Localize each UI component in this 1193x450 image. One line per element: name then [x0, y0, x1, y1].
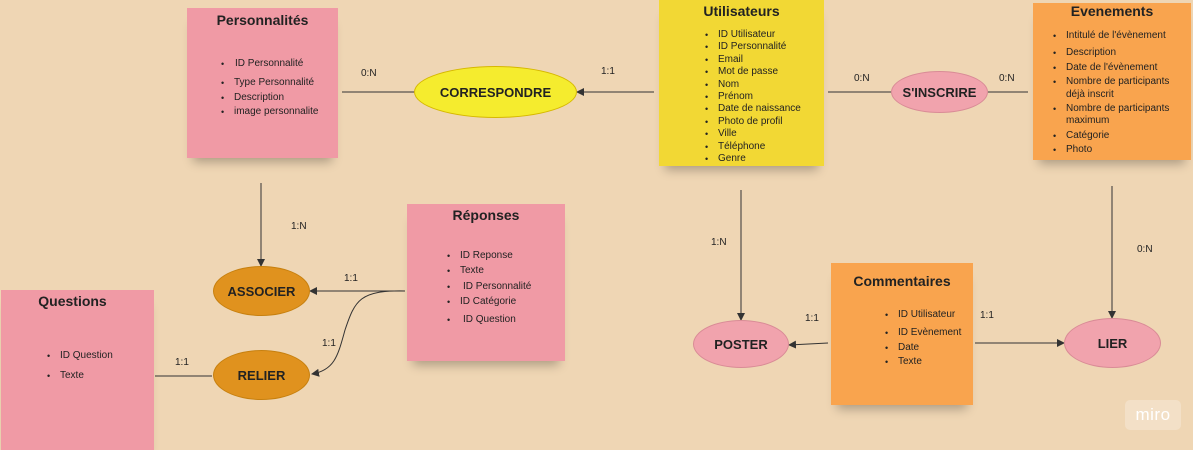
- field-item: ID Personnalité: [221, 58, 319, 71]
- line-rep-relier: [311, 290, 406, 377]
- entity-title: Personnalités: [216, 12, 309, 28]
- field-item: Date de l'évènement: [1053, 62, 1185, 75]
- field-item: Nom: [705, 79, 801, 92]
- cardinality-label: 1:1: [322, 338, 336, 349]
- cardinality-label: 1:1: [601, 66, 615, 77]
- entity-title: Utilisateurs: [703, 3, 780, 19]
- field-item: Mot de passe: [705, 66, 801, 79]
- entity-title: Evenements: [1070, 3, 1154, 19]
- field-item: Type Personnalité: [221, 77, 319, 90]
- field-list: ID Utilisateur ID Evènement Date Texte: [885, 309, 961, 369]
- field-item: Date: [885, 342, 961, 355]
- cardinality-label: 1:1: [175, 357, 189, 368]
- field-item: Email: [705, 54, 801, 67]
- entity-questions[interactable]: Questions ID Question Texte: [1, 290, 154, 450]
- field-list: ID Question Texte: [47, 350, 113, 383]
- cardinality-label: 1:N: [711, 237, 727, 248]
- field-item: Genre: [705, 153, 801, 166]
- cardinality-label: 1:N: [291, 221, 307, 232]
- field-item: Intitulé de l'évènement: [1053, 30, 1185, 43]
- field-item: Texte: [47, 370, 113, 383]
- field-list: ID Reponse Texte ID Personnalité ID Caté…: [447, 250, 531, 326]
- field-item: Photo: [1053, 144, 1185, 157]
- field-item: ID Question: [447, 314, 531, 327]
- relation-poster[interactable]: POSTER: [693, 320, 789, 368]
- entity-utilisateurs[interactable]: Utilisateurs ID Utilisateur ID Personnal…: [659, 0, 824, 166]
- field-item: Date de naissance: [705, 103, 801, 116]
- miro-logo: miro: [1125, 400, 1181, 430]
- relation-lier[interactable]: LIER: [1064, 318, 1161, 368]
- cardinality-label: 0:N: [361, 68, 377, 79]
- cardinality-label: 0:N: [1137, 244, 1153, 255]
- field-item: ID Catégorie: [447, 296, 531, 309]
- field-item: Ville: [705, 128, 801, 141]
- field-item: Nombre de participants maximum: [1053, 103, 1185, 128]
- cardinality-label: 0:N: [854, 73, 870, 84]
- field-item: Photo de profil: [705, 116, 801, 129]
- field-list: ID Personnalité Type Personnalité Descri…: [221, 58, 319, 119]
- cardinality-label: 1:1: [980, 310, 994, 321]
- entity-title: Réponses: [452, 207, 520, 223]
- field-item: Catégorie: [1053, 130, 1185, 143]
- field-item: ID Utilisateur: [885, 309, 961, 322]
- entity-title: Commentaires: [853, 273, 951, 289]
- entity-evenements[interactable]: Evenements Intitulé de l'évènement Descr…: [1033, 3, 1191, 160]
- field-item: ID Question: [47, 350, 113, 363]
- relation-relier[interactable]: RELIER: [213, 350, 310, 400]
- entity-title: Questions: [38, 293, 107, 309]
- entity-personnalites[interactable]: Personnalités ID Personnalité Type Perso…: [187, 8, 338, 158]
- field-item: image personnalite: [221, 106, 319, 119]
- relation-sinscrire[interactable]: S'INSCRIRE: [891, 71, 988, 113]
- field-item: ID Evènement: [885, 327, 961, 340]
- field-item: ID Personnalité: [447, 281, 531, 294]
- cardinality-label: 1:1: [805, 313, 819, 324]
- field-list: ID Utilisateur ID Personnalité Email Mot…: [705, 29, 801, 166]
- field-list: Intitulé de l'évènement Description Date…: [1053, 30, 1185, 157]
- field-item: Nombre de participants déjà inscrit: [1053, 76, 1185, 101]
- field-item: Texte: [885, 356, 961, 369]
- field-item: ID Personnalité: [705, 41, 801, 54]
- field-item: Téléphone: [705, 141, 801, 154]
- field-item: Prénom: [705, 91, 801, 104]
- field-item: ID Utilisateur: [705, 29, 801, 42]
- relation-correspondre[interactable]: CORRESPONDRE: [414, 66, 577, 118]
- connector-lines: [155, 88, 1116, 377]
- relation-associer[interactable]: ASSOCIER: [213, 266, 310, 316]
- field-item: Description: [221, 92, 319, 105]
- cardinality-label: 1:1: [344, 273, 358, 284]
- field-item: Description: [1053, 47, 1185, 60]
- line-com-poster: [788, 340, 829, 349]
- cardinality-label: 0:N: [999, 73, 1015, 84]
- field-item: Texte: [447, 265, 531, 278]
- field-item: ID Reponse: [447, 250, 531, 263]
- entity-commentaires[interactable]: Commentaires ID Utilisateur ID Evènement…: [831, 263, 973, 405]
- entity-reponses[interactable]: Réponses ID Reponse Texte ID Personnalit…: [407, 204, 565, 361]
